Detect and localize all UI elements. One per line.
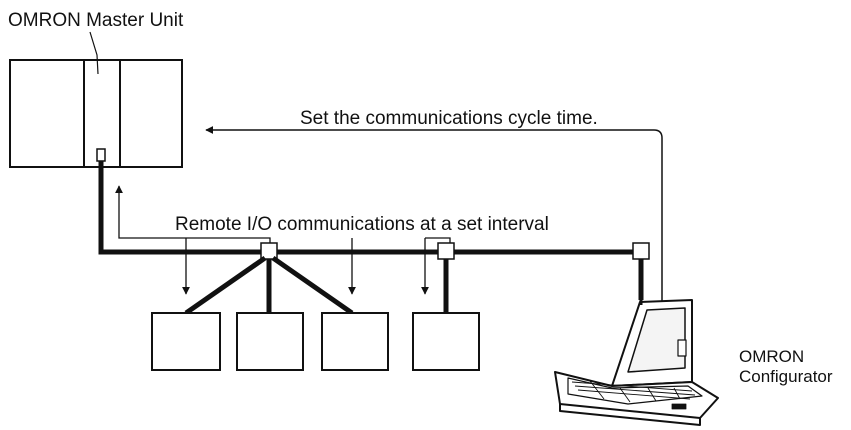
configurator-label: OMRON Configurator — [739, 347, 833, 387]
remote-io-label: Remote I/O communications at a set inter… — [175, 214, 549, 235]
network-trunk-cable — [98, 161, 640, 255]
slave-drop-cables — [184, 255, 644, 316]
master-unit-label: OMRON Master Unit — [8, 10, 184, 31]
slave-unit-2 — [236, 312, 304, 371]
slave-unit-4 — [412, 312, 480, 371]
slave-unit-3 — [321, 312, 389, 371]
laptop-icon — [554, 299, 719, 426]
configurator-label-line2: Configurator — [739, 367, 833, 386]
cycle-time-label: Set the communications cycle time. — [300, 108, 598, 129]
master-unit — [9, 59, 183, 168]
configurator-label-line1: OMRON — [739, 347, 805, 366]
remote-io-return-arrow — [115, 185, 271, 243]
remote-io-arrows — [115, 185, 451, 295]
cycle-time-arrow — [205, 126, 663, 343]
slave-unit-1 — [151, 312, 221, 371]
master-unit-leader-line — [89, 31, 99, 75]
slave-units — [151, 312, 480, 371]
branch-connector-2 — [437, 242, 455, 260]
branch-connector-3 — [632, 242, 650, 260]
